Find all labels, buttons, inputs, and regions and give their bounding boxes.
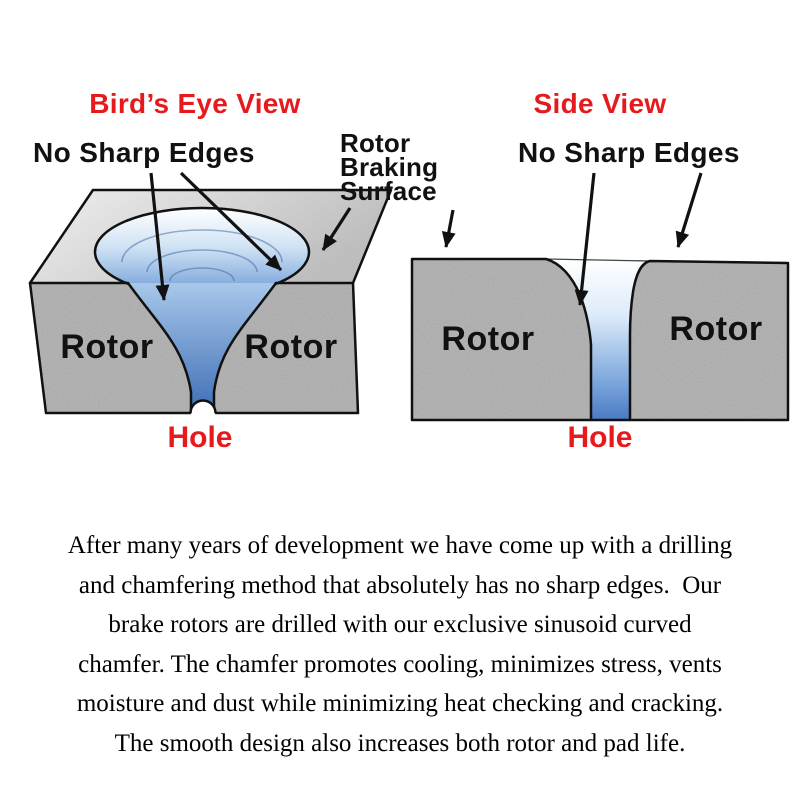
sideview-rotor-left-label: Rotor <box>441 320 535 358</box>
birdseye-rotor-left-label: Rotor <box>60 328 154 366</box>
sideview-diagram <box>410 257 790 422</box>
arrow-braking-surface-to-birdseye <box>321 207 352 251</box>
description-line-3: brake rotors are drilled with our exclus… <box>108 611 692 638</box>
side-rotor-right-block <box>630 261 788 420</box>
description-paragraph: After many years of development we have … <box>0 526 800 763</box>
birdseye-rotor-right-label: Rotor <box>244 328 338 366</box>
bev-front-face-outline <box>28 281 360 415</box>
arrow-braking-surface-to-sideview <box>441 209 456 248</box>
description-line-6: The smooth design also increases both ro… <box>114 729 686 757</box>
bev-exit-hole-fill <box>190 400 216 413</box>
bev-channel-wall-left <box>126 282 193 413</box>
arrow-side-no-sharp-edge-right <box>675 172 703 248</box>
birdseye-diagram <box>28 188 393 415</box>
sideview-no-sharp-edges-label: No Sharp Edges <box>518 137 740 168</box>
diagram-canvas <box>28 171 790 422</box>
bev-channel-wall-right <box>212 282 278 413</box>
side-rotor-left-block <box>412 259 591 420</box>
rbs-line-2: Braking <box>340 152 439 182</box>
bev-hole-channel <box>128 283 276 413</box>
description-line-4: chamfer. The chamfer promotes cooling, m… <box>78 650 722 678</box>
side-surface-edge-line <box>545 258 651 262</box>
arrow-bev-no-sharp-edge-right <box>179 171 283 272</box>
birdseye-title: Bird’s Eye View <box>89 88 301 119</box>
annotation-arrows <box>149 171 703 306</box>
arrow-side-no-sharp-edge-left <box>574 172 596 306</box>
rotor-braking-surface-label: Rotor Braking Surface <box>340 128 439 206</box>
bev-top-face-outline <box>28 188 393 285</box>
rbs-line-1: Rotor <box>340 128 411 158</box>
description-line-1: After many years of development we have … <box>67 532 733 559</box>
side-rotor-right-outline <box>628 259 790 422</box>
arrow-bev-no-sharp-edge-left <box>149 172 170 301</box>
description-line-2: and chamfering method that absolutely ha… <box>78 571 722 599</box>
birdseye-hole-label: Hole <box>167 421 233 454</box>
bev-chamfer-ring-3 <box>169 267 235 282</box>
bev-chamfer-ring-2 <box>146 249 258 273</box>
birdseye-no-sharp-edges-label: No Sharp Edges <box>33 137 255 168</box>
bev-exit-hole-outline <box>189 399 217 414</box>
description-line-5: moisture and dust while minimizing heat … <box>76 690 724 717</box>
sideview-rotor-right-label: Rotor <box>669 310 763 348</box>
bev-chamfer-ring-1 <box>121 229 283 263</box>
rbs-line-3: Surface <box>340 176 437 206</box>
sideview-title: Side View <box>533 88 667 119</box>
sideview-hole-label: Hole <box>567 421 633 454</box>
